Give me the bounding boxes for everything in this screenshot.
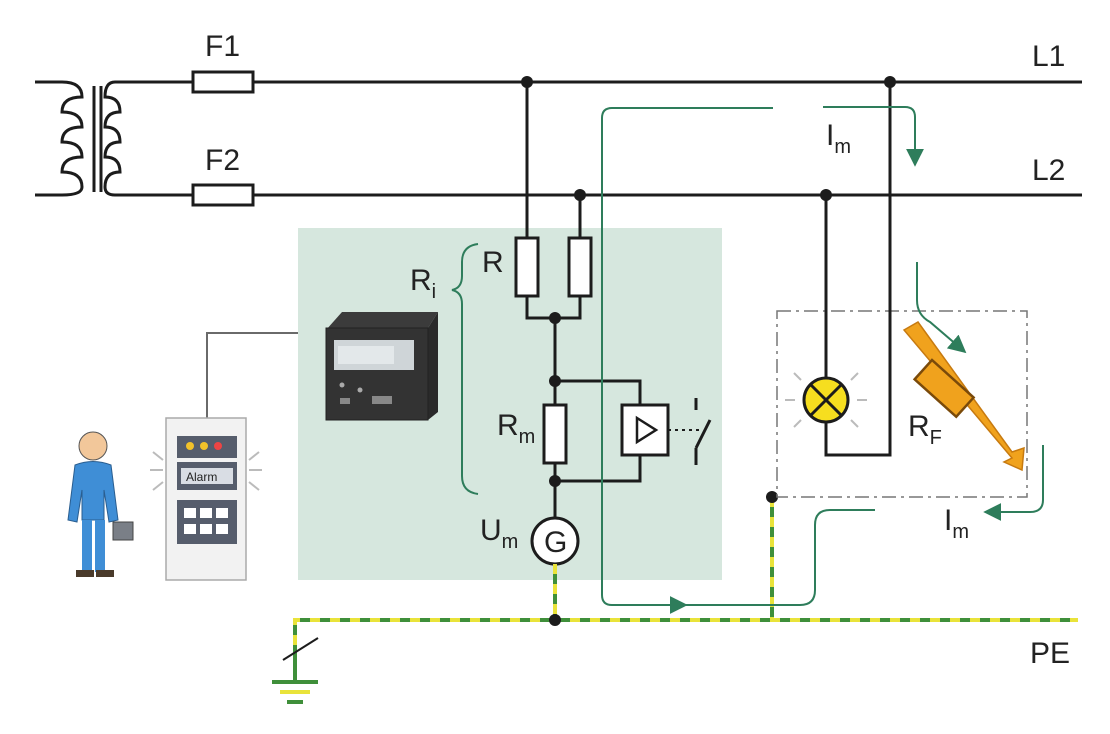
label-pe: PE (1030, 637, 1070, 670)
label-f1: F1 (205, 30, 240, 63)
ri-brace (451, 243, 479, 495)
ground-icon (272, 637, 319, 704)
label-um: Um (480, 514, 518, 553)
signal-cable (206, 332, 298, 418)
label-g: G (544, 526, 567, 559)
resistor-rm (542, 403, 568, 465)
insulation-monitor-device-icon (325, 312, 438, 421)
relay-switch-icon (694, 398, 712, 465)
alarm-panel-icon (150, 417, 262, 581)
transformer-icon (35, 80, 130, 197)
label-rf: RF (908, 410, 942, 449)
fuse-f1 (191, 70, 255, 94)
label-r: R (482, 246, 504, 279)
label-im-bottom: Im (944, 504, 969, 543)
fuse-f2 (191, 183, 255, 207)
label-f2: F2 (205, 144, 240, 177)
load-enclosure (776, 310, 1028, 498)
person-icon (67, 431, 134, 577)
label-im-top: Im (826, 119, 851, 158)
lamp-icon (785, 372, 867, 428)
label-rm: Rm (497, 409, 535, 448)
label-ri: Ri (410, 264, 436, 303)
fault-lightning-icon (902, 321, 1025, 472)
label-l1: L1 (1032, 40, 1065, 73)
fault-current-path (601, 107, 773, 614)
label-l2: L2 (1032, 154, 1065, 187)
resistor-r-right (567, 236, 593, 298)
pe-conductor (293, 497, 1078, 645)
alarm-label: Alarm (186, 470, 217, 484)
resistor-r-left (514, 236, 540, 298)
